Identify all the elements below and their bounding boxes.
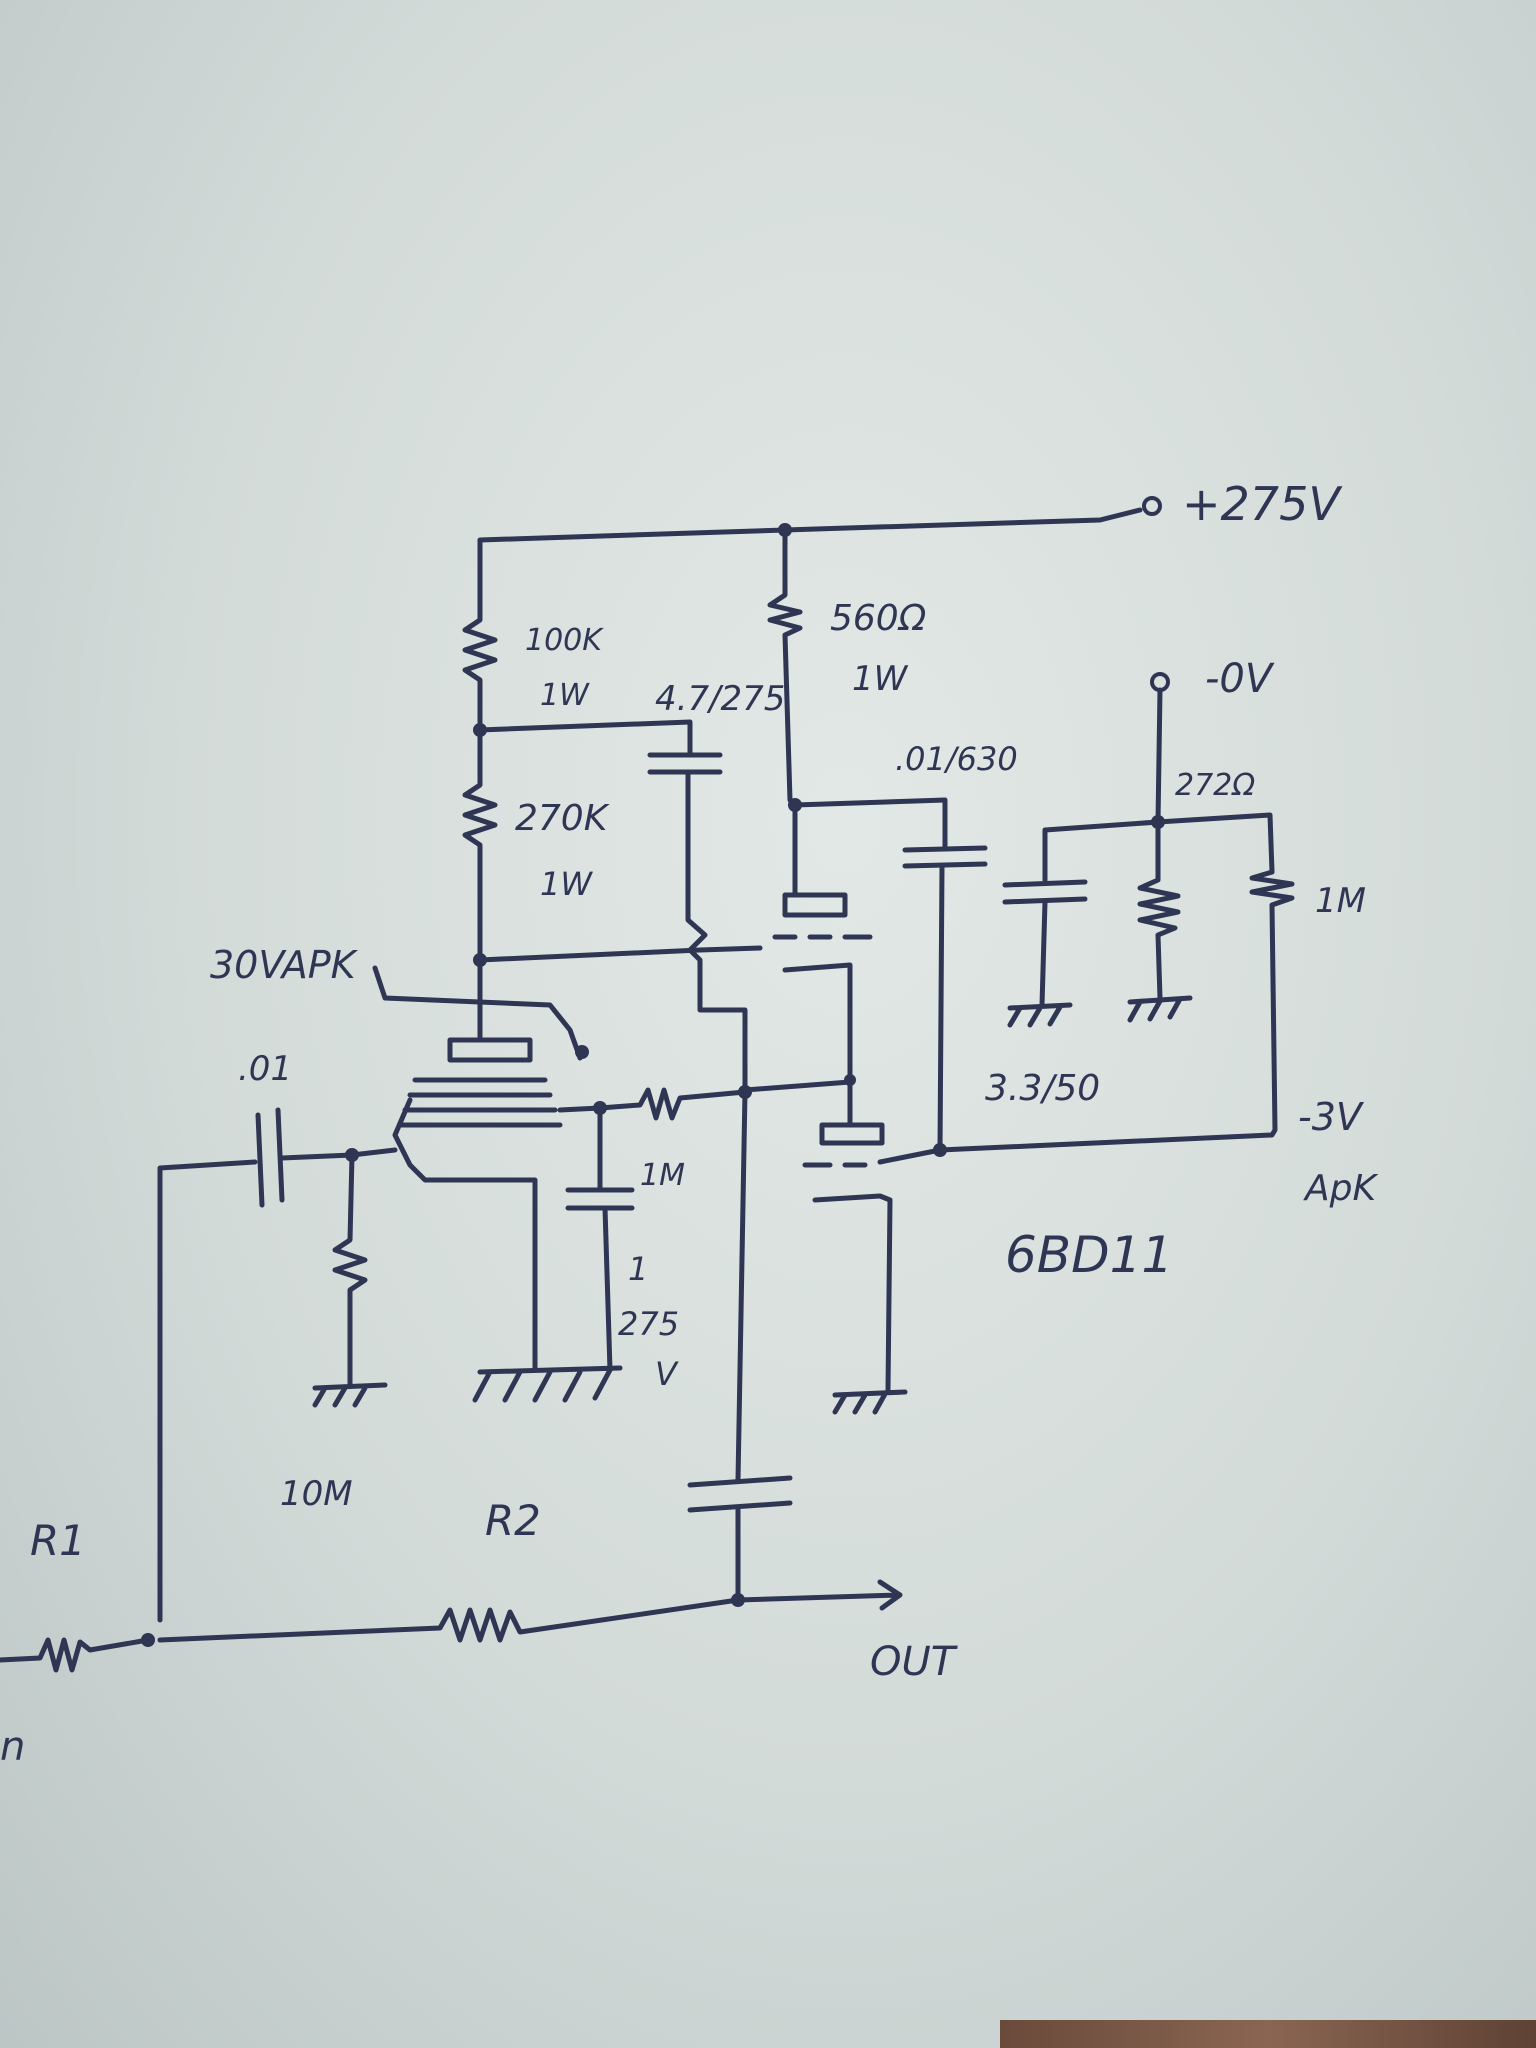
label-r2: R2	[485, 1496, 541, 1545]
left-tube-cathode	[392, 1097, 538, 1373]
ground-10m	[312, 1382, 388, 1408]
label-minus3v-apk: ApK	[1303, 1168, 1378, 1209]
wire-input-top	[157, 1159, 258, 1623]
resistor-100k	[462, 547, 498, 733]
label-cap-01-630: .01/630	[895, 740, 1018, 778]
wire-cap630-down	[937, 863, 945, 1153]
wire-cap47-down	[685, 769, 748, 1093]
label-100k: 100K	[525, 623, 604, 658]
ground-272	[1127, 995, 1193, 1023]
label-1m-right: 1M	[1315, 881, 1366, 921]
wire-plate-right	[477, 945, 763, 963]
label-cap-001: .01	[238, 1049, 292, 1089]
label-cap-1: 1	[628, 1250, 648, 1288]
capacitor-1-275	[565, 1187, 635, 1211]
label-in-partial: n	[0, 1724, 25, 1770]
resistor-560	[767, 527, 803, 803]
label-10m: 10M	[280, 1474, 353, 1514]
wire-screen-cap-down	[602, 1205, 613, 1373]
label-560-watt: 1W	[852, 659, 909, 699]
label-cap-1-v: V	[655, 1355, 679, 1393]
label-272: 272Ω	[1175, 768, 1255, 803]
right-tube-lower-plate	[819, 1122, 885, 1146]
resistor-r2	[157, 1597, 741, 1643]
wire-zero-v	[1155, 687, 1163, 825]
label-1m-grid: 1M	[640, 1158, 685, 1193]
wire-cap33-down	[1039, 899, 1048, 1008]
left-tube-plate	[447, 1037, 533, 1063]
label-supply: +275V	[1182, 477, 1343, 531]
label-zero-v: -0V	[1205, 656, 1275, 702]
left-tube-grids	[397, 1077, 563, 1128]
label-minus3v: -3V	[1298, 1095, 1365, 1139]
label-r1: R1	[30, 1516, 86, 1565]
label-cap-33-50: 3.3/50	[985, 1068, 1100, 1109]
capacitor-001	[255, 1107, 285, 1208]
label-30vapk: 30VAPK	[210, 943, 359, 987]
ground-right-tube	[832, 1389, 908, 1415]
table-edge	[1000, 2020, 1536, 2048]
resistor-10m	[332, 1152, 368, 1388]
apk-pointer	[372, 965, 583, 1061]
resistor-1m-screen	[597, 1087, 748, 1121]
label-100k-watt: 1W	[540, 678, 590, 713]
label-out: OUT	[870, 1639, 959, 1685]
wire-center-vertical	[735, 1089, 748, 1483]
capacitor-47	[647, 752, 723, 775]
right-tube-upper-cathode	[782, 962, 853, 1083]
ground-cap33	[1007, 1002, 1073, 1028]
wire-to-cap-47	[477, 719, 693, 758]
apk-arrowhead	[575, 1045, 589, 1059]
wire-560-to-cap	[792, 797, 948, 851]
supply-terminal	[1142, 496, 1162, 516]
label-270k: 270K	[515, 798, 610, 839]
resistor-272	[1137, 819, 1181, 1001]
capacitor-output	[687, 1475, 793, 1513]
ground-left-tube	[472, 1365, 623, 1403]
right-tube-lower-cathode	[812, 1193, 893, 1393]
resistor-270k	[462, 727, 498, 963]
label-560: 560Ω	[830, 598, 927, 639]
output-arrow	[735, 1579, 903, 1611]
label-tube: 6BD11	[1005, 1226, 1173, 1284]
label-cap-47: 4.7/275	[655, 679, 785, 719]
label-270k-watt: 1W	[540, 865, 593, 903]
capacitor-01-630	[902, 845, 988, 869]
label-cap-1-275: 275	[618, 1305, 679, 1343]
resistor-r1	[0, 1637, 151, 1673]
resistor-1m-right	[937, 869, 1295, 1153]
wire-upper-cathode-center	[742, 1079, 853, 1093]
right-tube-lower-grid	[802, 1147, 943, 1168]
right-tube-upper-plate	[782, 892, 848, 918]
